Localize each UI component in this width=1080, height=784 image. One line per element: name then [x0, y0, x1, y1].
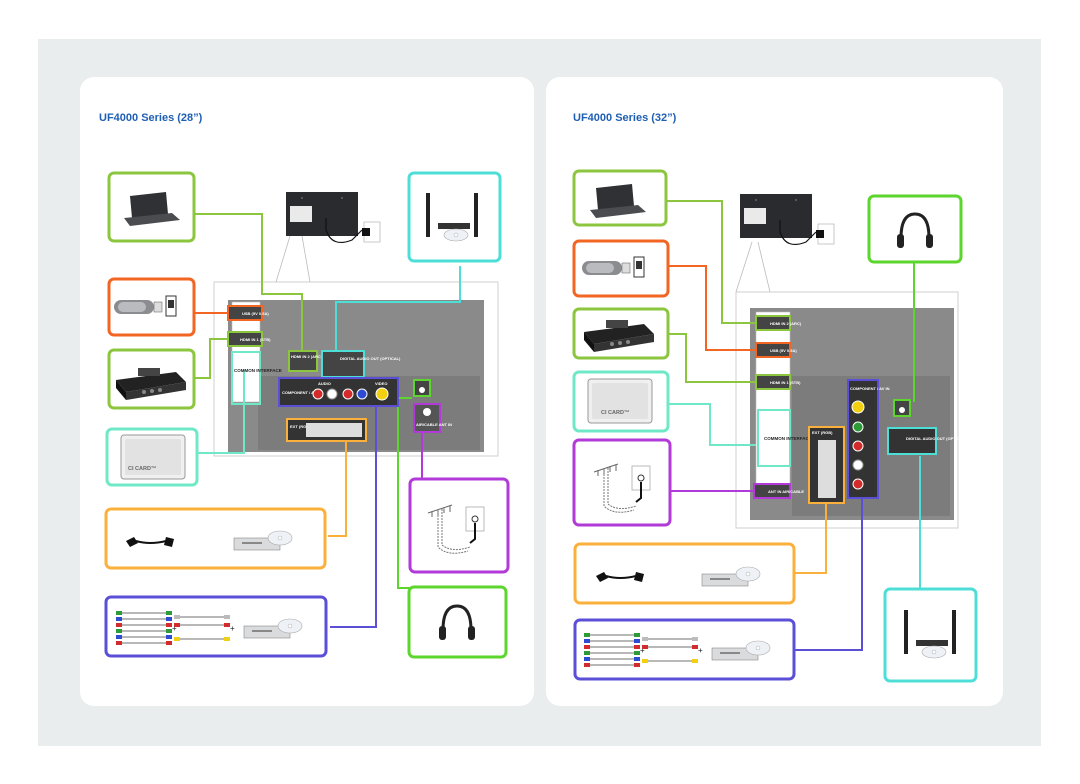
left-title: UF4000 Series (28”) [99, 112, 203, 124]
ci-slot [231, 351, 261, 405]
antenna-port [413, 403, 441, 433]
ci-card-icon [587, 378, 653, 424]
ci-card-icon [120, 434, 186, 480]
ci-slot-label: COMMON INTERFACE [234, 368, 282, 373]
component-box [104, 595, 328, 658]
hdmi2-port [755, 315, 791, 331]
hdmi1-port-label: HDMI IN 1 (STB) [240, 337, 271, 342]
antenna-box [572, 438, 672, 527]
usb-port-label: USB (5V 0.5A) [770, 348, 797, 353]
hdmi2-port-label: HDMI IN 2 (ARC) [770, 321, 802, 326]
usb-port-label: USB (5V 0.5A) [242, 311, 269, 316]
right-diagram: CI CARD™ + + HDMI IN 2 (ARC) USB (5V 0.5… [572, 169, 978, 683]
hdmi1-port-label: HDMI IN 1 (STB) [770, 380, 801, 385]
usb-port [227, 305, 263, 321]
component-port-label: COMPONENT / AV IN [282, 390, 322, 395]
right-title: UF4000 Series (32”) [573, 112, 677, 124]
svg-text:+: + [698, 646, 703, 655]
optical-port [321, 350, 365, 378]
antenna-port-label: ANT IN AIR/CABLE [768, 489, 804, 494]
component-port-label: COMPONENT / AV IN [850, 386, 890, 391]
ci-slot-label: COMMON INTERFACE [764, 436, 812, 441]
hdmi2-port-label: HDMI IN 2 (ARC) [291, 354, 323, 359]
optical-port-label: DIGITAL AUDIO OUT (OPTICAL) [906, 436, 967, 441]
component-port [847, 379, 879, 499]
left-diagram: CI CARD™ + + USB (5V 0.5A) HDMI IN 1 (ST… [104, 171, 510, 659]
ci-card-label: CI CARD™ [601, 410, 629, 416]
svg-text:+: + [230, 624, 235, 633]
antenna-port-label: AIR/CABLE ANT IN [416, 422, 452, 427]
hdmi2-port [288, 350, 318, 372]
svg-text:+: + [640, 646, 645, 655]
usb-port [755, 342, 791, 358]
antenna-port [753, 483, 791, 499]
headphone-box [867, 194, 963, 264]
antenna-box [408, 477, 510, 574]
optical-port [887, 427, 937, 455]
video-port-label: VIDEO [375, 381, 387, 386]
ci-slot [757, 409, 791, 467]
optical-port-label: DIGITAL AUDIO OUT (OPTICAL) [340, 356, 401, 361]
scart-box [573, 542, 796, 605]
headphone-box [407, 585, 508, 659]
ci-card-label: CI CARD™ [128, 466, 156, 472]
ext-port-label: EXT (RGB) [812, 430, 833, 435]
hdmi1-port [227, 331, 263, 347]
svg-text:+: + [172, 624, 177, 633]
ext-port-label: EXT (RGB) [290, 424, 311, 429]
hdmi1-port [755, 374, 791, 390]
speaker-box [407, 171, 502, 263]
audio-port-label: AUDIO [318, 381, 331, 386]
speaker-box [883, 587, 978, 683]
scart-box [104, 507, 327, 570]
